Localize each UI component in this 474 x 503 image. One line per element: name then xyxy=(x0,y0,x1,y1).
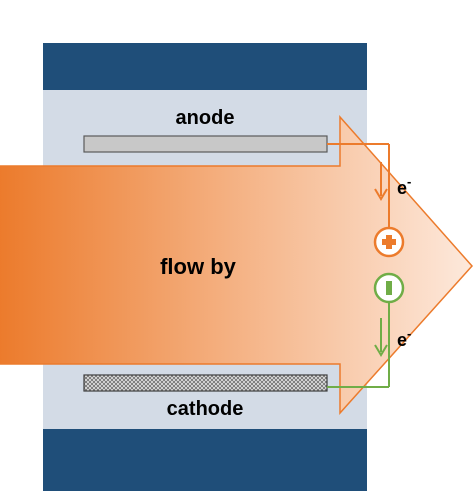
flow-arrow xyxy=(0,115,474,415)
bottom-end-plate xyxy=(43,429,367,491)
cathode-label: cathode xyxy=(167,398,244,420)
electron-label-top: e- xyxy=(397,174,411,198)
anode-wire xyxy=(327,143,390,230)
top-end-plate xyxy=(43,43,367,90)
anode-electrode xyxy=(83,135,328,153)
electron-label-bottom: e- xyxy=(397,326,411,350)
cathode-electrode xyxy=(83,374,328,392)
minus-circle-icon xyxy=(373,272,405,304)
cathode-wire xyxy=(327,302,390,388)
anode-label: anode xyxy=(176,107,235,129)
flow-label: flow by xyxy=(160,254,237,279)
plus-circle-icon xyxy=(373,226,405,258)
